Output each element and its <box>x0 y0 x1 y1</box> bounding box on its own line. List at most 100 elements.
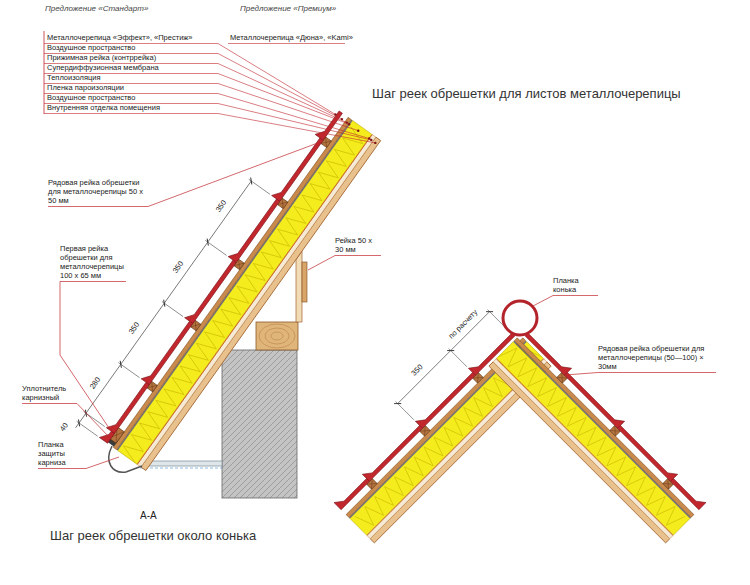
dimension-line <box>76 181 252 428</box>
part-label: Планка защиты карниза <box>38 440 86 467</box>
extension-line <box>449 348 467 366</box>
membrane <box>117 120 352 450</box>
layer-name: Супердиффузионная мембрана <box>47 63 159 72</box>
wall-plate <box>256 322 298 350</box>
layer-leader <box>218 44 335 115</box>
part-label: Рейка 50 х 30 мм <box>335 236 381 254</box>
vapour-barrier <box>137 134 372 464</box>
dimension: 350 <box>127 319 143 336</box>
metal-tile <box>106 379 149 434</box>
figure-caption: Шаг реек обрешетки около конька <box>50 528 256 544</box>
layer-leader <box>218 54 342 120</box>
soffit-line <box>140 468 222 469</box>
dimension-tick <box>204 239 211 246</box>
figure-title: Шаг реек обрешетки для листов металлочер… <box>372 86 681 102</box>
section-mark: А-А <box>140 510 157 522</box>
label-underline <box>48 206 148 207</box>
interior-board <box>296 251 302 322</box>
label-underline <box>335 255 381 256</box>
layer-leader <box>218 64 347 123</box>
leader-dot <box>374 142 376 144</box>
leader-line <box>86 457 119 469</box>
layer-name: Теплоизоляция <box>47 73 101 82</box>
dimension: 40 <box>57 420 70 434</box>
table-rule <box>44 113 218 114</box>
extension-line <box>118 363 139 378</box>
leader-line <box>77 404 110 439</box>
metal-tile <box>228 195 280 262</box>
extension-line <box>162 301 183 316</box>
dimension-tick <box>76 419 83 426</box>
column-header: Предложение «Стандарт» <box>45 4 148 14</box>
table-rule <box>228 43 345 44</box>
dimension: 350 <box>409 362 426 379</box>
layer-name: Внутренняя отделка помещения <box>47 103 160 112</box>
extension-line <box>205 240 226 255</box>
ridge-cap <box>503 301 537 335</box>
insulation-fibre <box>498 343 685 530</box>
layer-leader <box>218 104 371 140</box>
dimension-tick <box>117 361 124 368</box>
dimension-tick <box>486 308 493 315</box>
dimension: 350 <box>170 258 186 275</box>
dimension-tick <box>161 300 168 307</box>
insulation-fibre <box>119 127 366 463</box>
layer-name: Металлочерепица «Эффект», «Престиж» <box>47 33 193 42</box>
metal-tile <box>272 134 324 201</box>
wood-ring <box>259 324 295 348</box>
rail <box>302 262 307 302</box>
leader-line <box>60 282 111 432</box>
interior-finish <box>493 359 673 539</box>
dimension: по расчету <box>446 307 480 341</box>
dimension: 350 <box>213 197 229 214</box>
layer-name: Воздушное пространство <box>47 93 135 102</box>
label-underline <box>38 468 86 469</box>
layer-leader <box>218 114 375 143</box>
dimension: 280 <box>87 374 103 391</box>
leader-line <box>533 296 553 307</box>
layer-leader <box>218 94 369 139</box>
leader-line <box>148 141 323 207</box>
dimension-line <box>398 312 490 404</box>
extension-line <box>396 401 414 419</box>
counter-batten <box>113 117 351 449</box>
leader-dot <box>348 123 350 125</box>
interior-finish <box>137 134 376 467</box>
layer-name: Воздушное пространство <box>47 43 135 52</box>
leader-line <box>565 373 598 376</box>
metal-tile <box>525 329 572 376</box>
vapour-barrier <box>496 359 673 536</box>
extension-line <box>77 421 98 436</box>
wood-ring <box>265 328 289 344</box>
label-underline <box>22 403 77 404</box>
metal-tile <box>334 474 369 509</box>
insulation <box>497 342 690 535</box>
dimension-tick <box>248 178 255 185</box>
part-label: Рядовая рейка обрешетки для металлочереп… <box>598 344 716 371</box>
insulation <box>118 121 372 465</box>
metal-tile <box>671 474 706 509</box>
metal-tile <box>618 421 678 481</box>
metal-tile <box>185 257 237 324</box>
part-label: Уплотнитель карнизный <box>22 384 77 402</box>
dimension-tick <box>394 400 401 407</box>
layer-name: Прижимная рейка (контррейка) <box>47 53 156 62</box>
leader-dot <box>370 139 372 141</box>
column-header: Предложение «Премиум» <box>240 4 336 14</box>
label-underline <box>553 295 598 296</box>
part-label: Первая рейка обрешетки для металлочерепи… <box>60 244 126 280</box>
label-underline <box>598 372 716 373</box>
metal-tile <box>362 421 422 481</box>
part-label: Рядовая рейка обрешетки для металлочереп… <box>48 178 148 205</box>
metal-tile <box>141 318 193 385</box>
layer-name: Пленка пароизоляции <box>47 83 124 92</box>
metal-tile <box>565 368 625 428</box>
label-underline <box>60 281 126 282</box>
dimension-tick <box>447 347 454 354</box>
layer-leader <box>218 84 358 131</box>
layer-leader <box>218 74 349 125</box>
brick-wall <box>222 350 297 498</box>
layer-name: Металлочерепица «Дюна», «Kami» <box>230 33 353 42</box>
wood-ring <box>271 332 283 340</box>
